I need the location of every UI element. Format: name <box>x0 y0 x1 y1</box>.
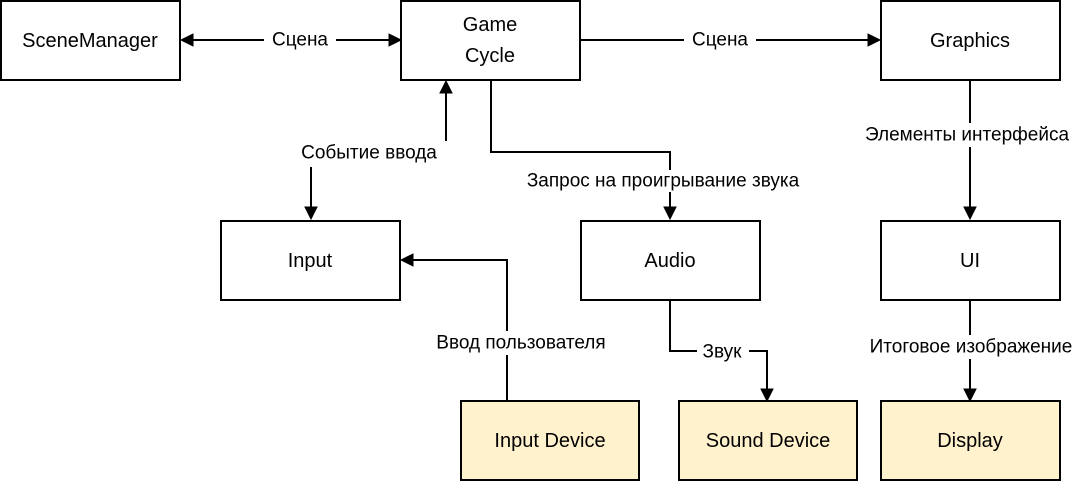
arrow-head-up-icon <box>439 79 453 94</box>
node-input-device[interactable]: Input Device <box>460 400 640 481</box>
edge-label-scene-2: Сцена <box>692 30 748 51</box>
edge-user-input: Ввод пользователя <box>399 253 624 401</box>
edge-sound: Звук <box>669 301 774 403</box>
node-label-ui: UI <box>960 250 980 272</box>
edge-final-image: Итоговое изображение <box>852 301 1090 403</box>
arrow-head-left-icon <box>399 253 414 267</box>
edge-sound-request: Запрос на проигрывание звука <box>490 81 823 221</box>
arrow-head-down-icon <box>963 388 977 403</box>
arrow-head-right-icon <box>388 33 403 47</box>
arrow-head-left-icon <box>179 33 194 47</box>
edge-label-user-input: Ввод пользователя <box>436 333 605 354</box>
arrow-head-down-icon <box>963 206 977 221</box>
node-ui[interactable]: UI <box>880 220 1061 301</box>
edge-label-ui-elements: Элементы интерфейса <box>865 125 1069 146</box>
arrow-head-down-icon <box>304 206 318 221</box>
node-input[interactable]: Input <box>220 220 401 301</box>
node-label-graphics: Graphics <box>930 30 1010 52</box>
node-label-display: Display <box>937 430 1003 452</box>
edge-game-cycle-graphics: Сцена <box>581 29 882 51</box>
edge-label-scene-1: Сцена <box>272 30 328 51</box>
node-label-game-cycle-line1: Game <box>463 14 517 36</box>
node-sound-device[interactable]: Sound Device <box>678 400 858 481</box>
arrow-head-right-icon <box>867 33 882 47</box>
node-label-input-device: Input Device <box>494 430 605 452</box>
edge-label-sound: Звук <box>703 342 743 363</box>
edge-label-input-event: Событие ввода <box>301 143 437 164</box>
node-label-audio: Audio <box>644 250 695 272</box>
node-label-sound-device: Sound Device <box>706 430 831 452</box>
node-label-game-cycle-line2: Cycle <box>465 45 515 67</box>
node-audio[interactable]: Audio <box>580 220 761 301</box>
node-display[interactable]: Display <box>880 400 1061 481</box>
node-scene-manager[interactable]: SceneManager <box>0 0 181 81</box>
edge-scene-manager-game-cycle: Сцена <box>179 29 403 51</box>
arrow-head-down-icon <box>760 388 774 403</box>
edge-input-event: Событие ввода <box>301 79 453 221</box>
edge-ui-elements: Элементы интерфейса <box>848 81 1088 221</box>
edge-label-sound-request: Запрос на проигрывание звука <box>527 171 800 192</box>
arrow-head-down-icon <box>663 206 677 221</box>
node-game-cycle[interactable]: Game Cycle <box>400 0 581 81</box>
node-graphics[interactable]: Graphics <box>880 0 1061 81</box>
node-label-input: Input <box>288 250 333 272</box>
node-label-scene-manager: SceneManager <box>22 30 158 52</box>
edge-label-final-image: Итоговое изображение <box>870 337 1073 358</box>
